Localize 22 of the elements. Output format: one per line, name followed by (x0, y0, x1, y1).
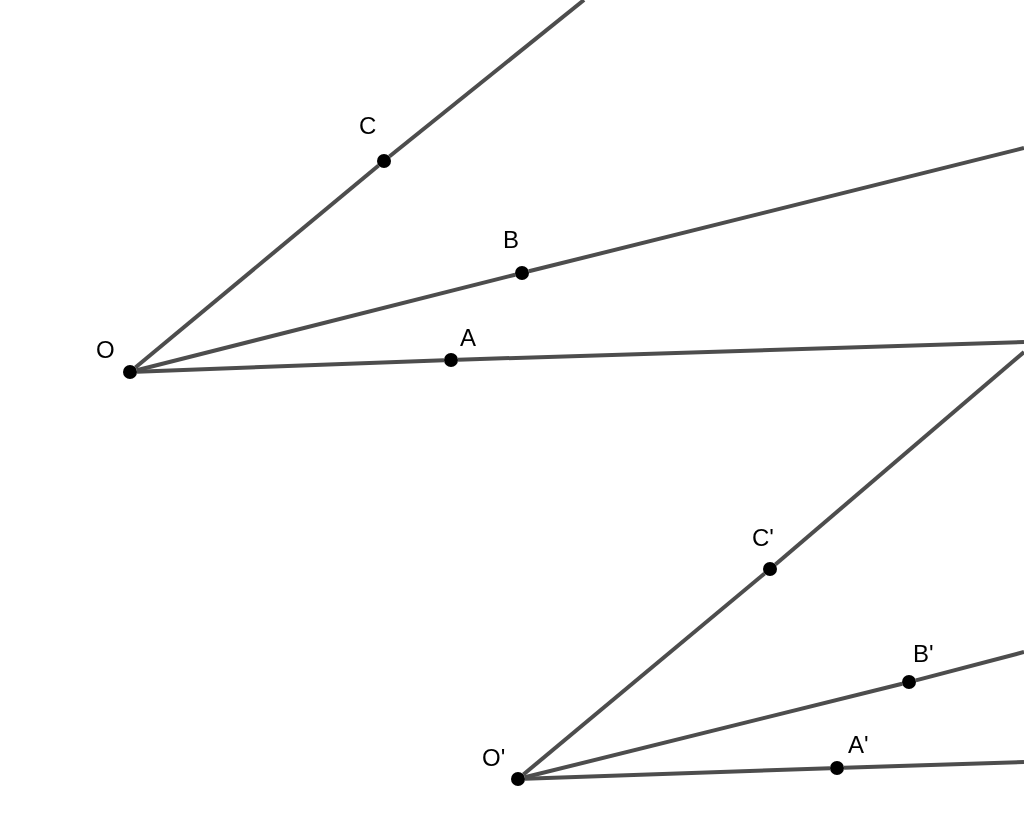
point-dot (902, 675, 916, 689)
point-dot (511, 772, 525, 786)
point-label: A' (848, 733, 869, 757)
point-dot (123, 365, 137, 379)
line-segment (524, 766, 831, 781)
point-label: C' (752, 526, 774, 550)
point-dot (444, 353, 458, 367)
point-label: A (460, 326, 476, 350)
line-segment (522, 571, 766, 777)
point-label: O' (482, 746, 506, 770)
line-segment (136, 272, 516, 373)
point-dot (377, 154, 391, 168)
line-segment (136, 358, 445, 374)
point-label: O (96, 338, 115, 362)
line-segment (134, 163, 380, 370)
point-dot (830, 761, 844, 775)
point-label: B (503, 228, 519, 252)
point-label: C (359, 114, 377, 138)
point-dot (515, 266, 529, 280)
point-label: B' (913, 642, 934, 666)
point-dot (763, 562, 777, 576)
line-segment (524, 681, 903, 780)
